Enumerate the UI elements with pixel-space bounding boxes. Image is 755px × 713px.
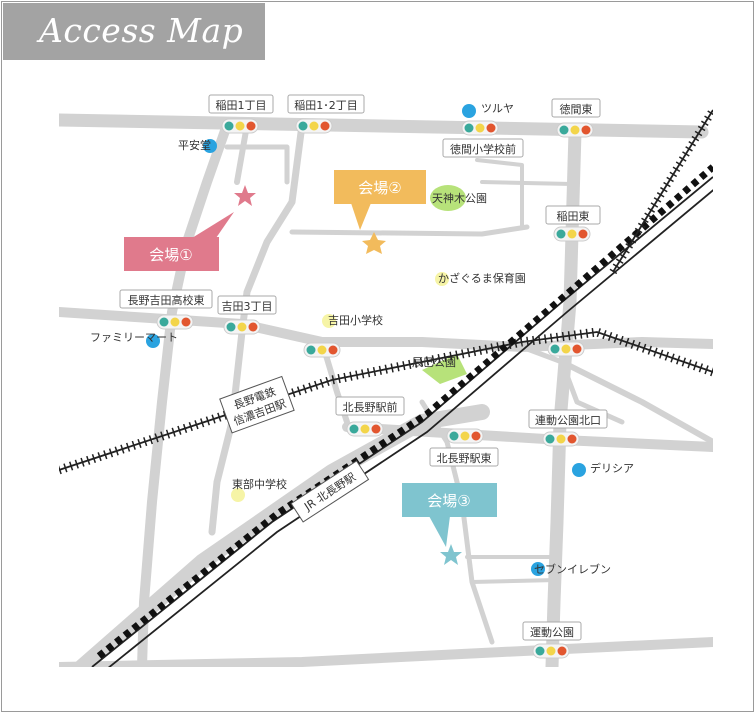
- place-label: ツルヤ: [481, 102, 514, 115]
- venue-3[interactable]: 会場③: [402, 483, 497, 565]
- signal-label: 徳間東: [560, 103, 593, 116]
- signal-yoshida-highschool[interactable]: 長野吉田高校東: [119, 289, 213, 330]
- road-mid-horizontal: [289, 224, 530, 237]
- signal-yoshida-east[interactable]: [303, 342, 341, 358]
- tenjingi-park-label: 天神木公園: [432, 191, 487, 205]
- school-marker-icon: [435, 272, 449, 286]
- map-canvas: 会場① 会場② 会場③ 長野電鉄 信濃吉田駅: [59, 94, 713, 667]
- road-west-vertical: [137, 120, 232, 667]
- venue-1-label: 会場①: [149, 246, 192, 264]
- tatsumi-park-label: 辰巳公園: [412, 356, 456, 369]
- signal-inada-1chome[interactable]: 稲田1丁目: [208, 94, 274, 134]
- road-top-main: [59, 113, 709, 139]
- road-west-block: [224, 144, 290, 185]
- jr-rail-line: [91, 107, 713, 667]
- signal-kitanagano-ekimae[interactable]: 北長野駅前: [335, 396, 405, 437]
- signal-east-crossing[interactable]: [547, 341, 585, 357]
- signal-label: 北長野駅東: [437, 452, 492, 465]
- signal-label: 連動公園北口: [535, 413, 601, 427]
- signal-inada-higashi[interactable]: 稲田東: [545, 205, 601, 242]
- page-title: Access Map: [39, 11, 244, 50]
- signal-undo-koen[interactable]: 運動公園: [522, 621, 582, 659]
- signal-label: 徳間小学校前: [450, 142, 516, 156]
- signal-label: 稲田東: [557, 210, 590, 223]
- road-east-vertical: [545, 125, 582, 667]
- venue-2-box: [334, 170, 426, 204]
- venue-1[interactable]: 会場①: [124, 185, 256, 271]
- signal-tokuma-school[interactable]: 徳間小学校前: [442, 120, 524, 158]
- tenjingi-park: [430, 185, 466, 211]
- venue-2[interactable]: 会場②: [334, 170, 426, 254]
- tatsumi-park: [422, 354, 467, 384]
- signal-kitanagano-higashi[interactable]: 北長野駅東: [429, 428, 499, 467]
- places: 平安堂 ツルヤ ファミリーマート デリシア セブンイレブン: [90, 102, 634, 576]
- signal-label: 運動公園: [530, 625, 574, 639]
- shop-marker-icon: [146, 334, 160, 348]
- signal-label: 吉田3丁目: [222, 300, 273, 313]
- road-block-a: [475, 158, 524, 229]
- place-kazaguruma-nursery[interactable]: かざぐるま保育園: [435, 271, 526, 286]
- venue-1-box: [124, 237, 219, 271]
- signal-undo-koen-kitaguchi[interactable]: 連動公園北口: [528, 409, 608, 447]
- place-seven-eleven[interactable]: セブンイレブン: [531, 562, 611, 576]
- road-venue3-branch-b: [470, 578, 559, 584]
- shop-marker-icon: [572, 463, 586, 477]
- signal-yoshida-3chome[interactable]: 吉田3丁目: [217, 295, 277, 335]
- place-tobu-junior-high[interactable]: 東部中学校: [231, 477, 287, 502]
- parks: [422, 185, 467, 384]
- place-label: かざぐるま保育園: [438, 271, 526, 285]
- road-bottom-main: [59, 637, 713, 667]
- venue-1-star-icon: [234, 185, 256, 206]
- place-label: セブンイレブン: [534, 562, 611, 576]
- place-delicia[interactable]: デリシア: [572, 461, 634, 477]
- shop-marker-icon: [531, 562, 545, 576]
- road-east-diagonal: [559, 359, 713, 445]
- signal-label: 北長野駅前: [343, 400, 398, 414]
- signal-tokuma-higashi[interactable]: 徳間東: [551, 98, 601, 138]
- signal-inada-1-2chome[interactable]: 稲田1･2丁目: [287, 94, 365, 134]
- venue-2-label: 会場②: [358, 179, 401, 197]
- place-label: ファミリーマート: [90, 331, 178, 344]
- venue-3-star-icon: [440, 544, 462, 565]
- shop-marker-icon: [462, 104, 476, 118]
- title-banner: Access Map: [3, 3, 265, 60]
- place-heiando[interactable]: 平安堂: [178, 138, 217, 153]
- school-marker-icon: [231, 488, 245, 502]
- place-yoshida-elementary[interactable]: 吉田小学校: [322, 313, 383, 328]
- traffic-signals: 稲田1丁目 稲田1･2丁目 徳間東: [119, 94, 608, 659]
- place-label: 平安堂: [178, 138, 211, 152]
- signal-label: 稲田1丁目: [216, 99, 267, 112]
- signal-label: 長野吉田高校東: [128, 293, 205, 307]
- signal-label: 稲田1･2丁目: [294, 99, 358, 112]
- place-label: 東部中学校: [232, 477, 287, 491]
- venue-3-label: 会場③: [427, 492, 470, 510]
- venue-2-star-icon: [362, 232, 386, 254]
- venue-3-box: [402, 483, 497, 517]
- place-familymart[interactable]: ファミリーマート: [90, 331, 178, 348]
- road-west-inner: [234, 122, 250, 185]
- place-label: デリシア: [590, 461, 634, 475]
- place-tsuruya[interactable]: ツルヤ: [462, 102, 514, 118]
- school-marker-icon: [322, 314, 336, 328]
- place-label: 吉田小学校: [328, 313, 383, 327]
- map-area[interactable]: 会場① 会場② 会場③ 長野電鉄 信濃吉田駅: [59, 89, 713, 667]
- station-shinano-yoshida[interactable]: 長野電鉄 信濃吉田駅: [219, 375, 295, 434]
- shop-marker-icon: [203, 139, 217, 153]
- road-block-b: [480, 180, 574, 186]
